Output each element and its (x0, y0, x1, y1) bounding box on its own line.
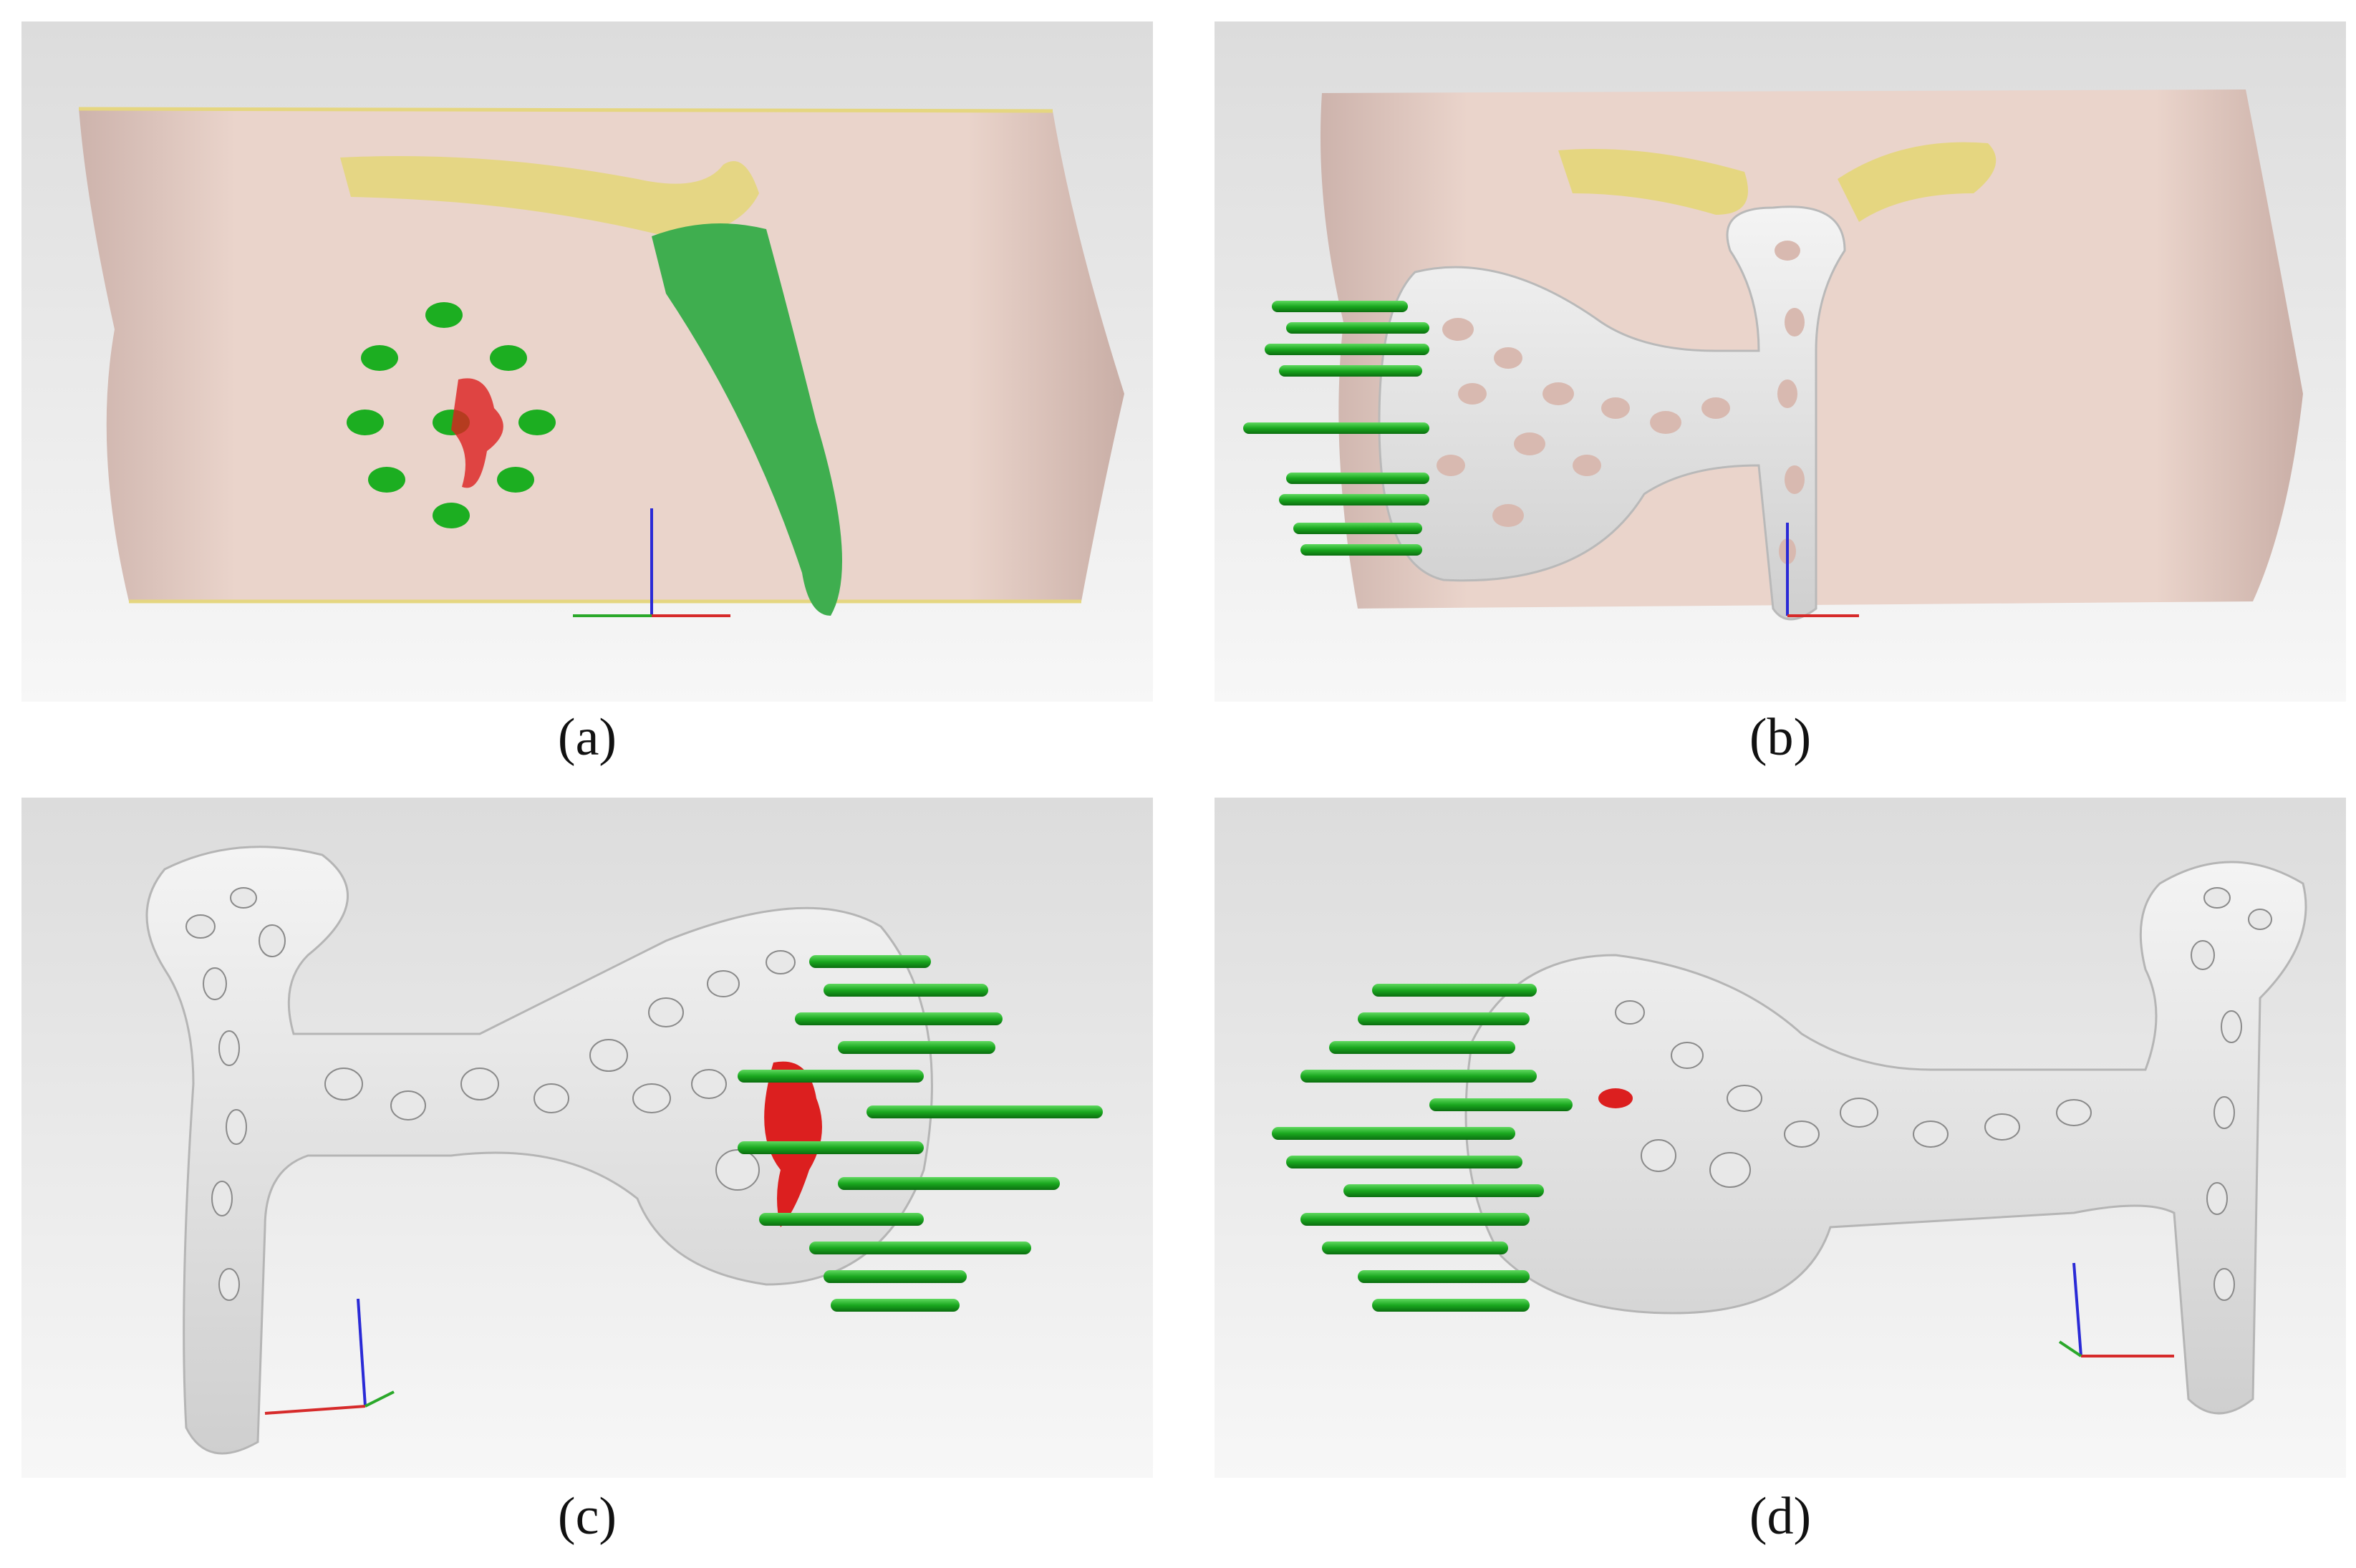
canal-green (652, 223, 842, 616)
caption-d: (d) (1749, 1487, 1812, 1546)
plate-holes (185, 887, 796, 1301)
mandible-bone (79, 107, 1124, 601)
tumor-red (451, 378, 503, 488)
nerve-canal-yellow (1558, 149, 1748, 215)
tumor-red (1598, 1088, 1633, 1108)
caption-b: (b) (1749, 708, 1812, 767)
cut-plane-top (78, 107, 1053, 113)
nerve-canal-yellow (340, 156, 759, 236)
screws-left (1272, 984, 1573, 1312)
panel-b-image (1215, 21, 2346, 702)
panel-d-image (1215, 798, 2346, 1478)
plate-holes (1437, 241, 1805, 564)
axis-y (364, 1390, 395, 1408)
axis-y (2058, 1340, 2082, 1358)
axis-x (264, 1405, 366, 1415)
plate-holes (1615, 887, 2272, 1301)
reconstruction-plate (145, 846, 933, 1455)
screws-right (738, 955, 1103, 1312)
screws-left (1243, 301, 1429, 556)
caption-a: (a) (557, 708, 617, 767)
reconstruction-plate (1464, 861, 2307, 1415)
panel-c-image (21, 798, 1153, 1478)
caption-c: (c) (557, 1487, 617, 1546)
panel-a-image (21, 21, 1153, 702)
axis-z (357, 1298, 367, 1407)
nerve-canal-yellow-right (1838, 142, 1997, 222)
axis-z (2072, 1262, 2082, 1357)
